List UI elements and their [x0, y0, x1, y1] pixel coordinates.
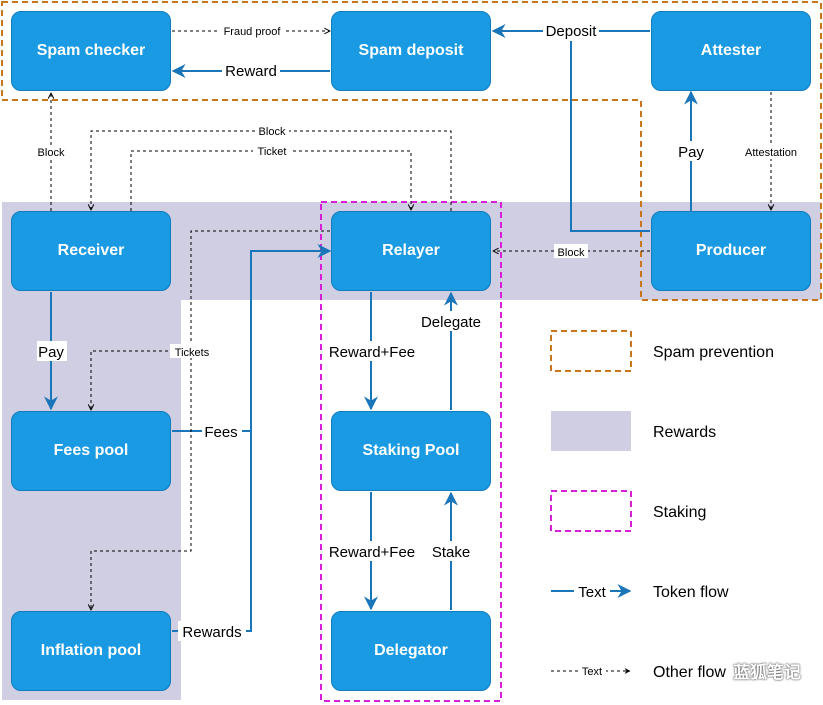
label-pay-attester: Pay [678, 144, 704, 161]
node-relayer: Relayer [331, 211, 491, 291]
label-attestation: Attestation [745, 147, 797, 159]
edge-block-top [91, 130, 452, 211]
legend-other-text: Text [582, 666, 602, 678]
node-staking-pool: Staking Pool [331, 411, 491, 491]
legend-label-staking: Staking [653, 504, 706, 521]
watermark: 蓝狐笔记 [733, 663, 801, 682]
label-block-top: Block [259, 126, 286, 138]
node-spam-checker: Spam checker [11, 11, 171, 91]
node-fees-pool: Fees pool [11, 411, 171, 491]
label-rewards: Rewards [182, 624, 241, 641]
edge-deposit-from-producer [570, 32, 650, 232]
legend-label-token-flow: Token flow [653, 584, 729, 601]
node-inflation-pool: Inflation pool [11, 611, 171, 691]
legend-label-rewards: Rewards [653, 424, 716, 441]
legend-token-flow-text: Text [578, 584, 606, 601]
node-delegator: Delegator [331, 611, 491, 691]
node-attester: Attester [651, 11, 811, 91]
label-deposit: Deposit [546, 23, 598, 40]
legend-swatch-staking [550, 490, 632, 532]
label-block-producer: Block [558, 247, 585, 259]
label-block-checker: Block [38, 147, 65, 159]
legend-label-other: Other flow [653, 664, 726, 681]
label-fraud-proof: Fraud proof [224, 26, 282, 38]
label-reward-fee-2: Reward+Fee [329, 544, 415, 561]
node-producer: Producer [651, 211, 811, 291]
legend-label-spam-prevention: Spam prevention [653, 344, 774, 361]
label-ticket: Ticket [258, 146, 287, 158]
legend-swatch-rewards [551, 411, 631, 451]
label-reward: Reward [225, 63, 277, 80]
node-spam-deposit: Spam deposit [331, 11, 491, 91]
label-fees: Fees [204, 424, 237, 441]
label-pay-receiver: Pay [38, 344, 64, 361]
legend-swatch-spam-prevention [550, 330, 632, 372]
spam-prevention-region [1, 1, 822, 301]
label-reward-fee-1: Reward+Fee [329, 344, 415, 361]
label-stake: Stake [432, 544, 470, 561]
edge-rewards [172, 432, 252, 632]
label-tickets: Tickets [175, 347, 210, 359]
label-delegate: Delegate [421, 314, 481, 331]
node-receiver: Receiver [11, 211, 171, 291]
